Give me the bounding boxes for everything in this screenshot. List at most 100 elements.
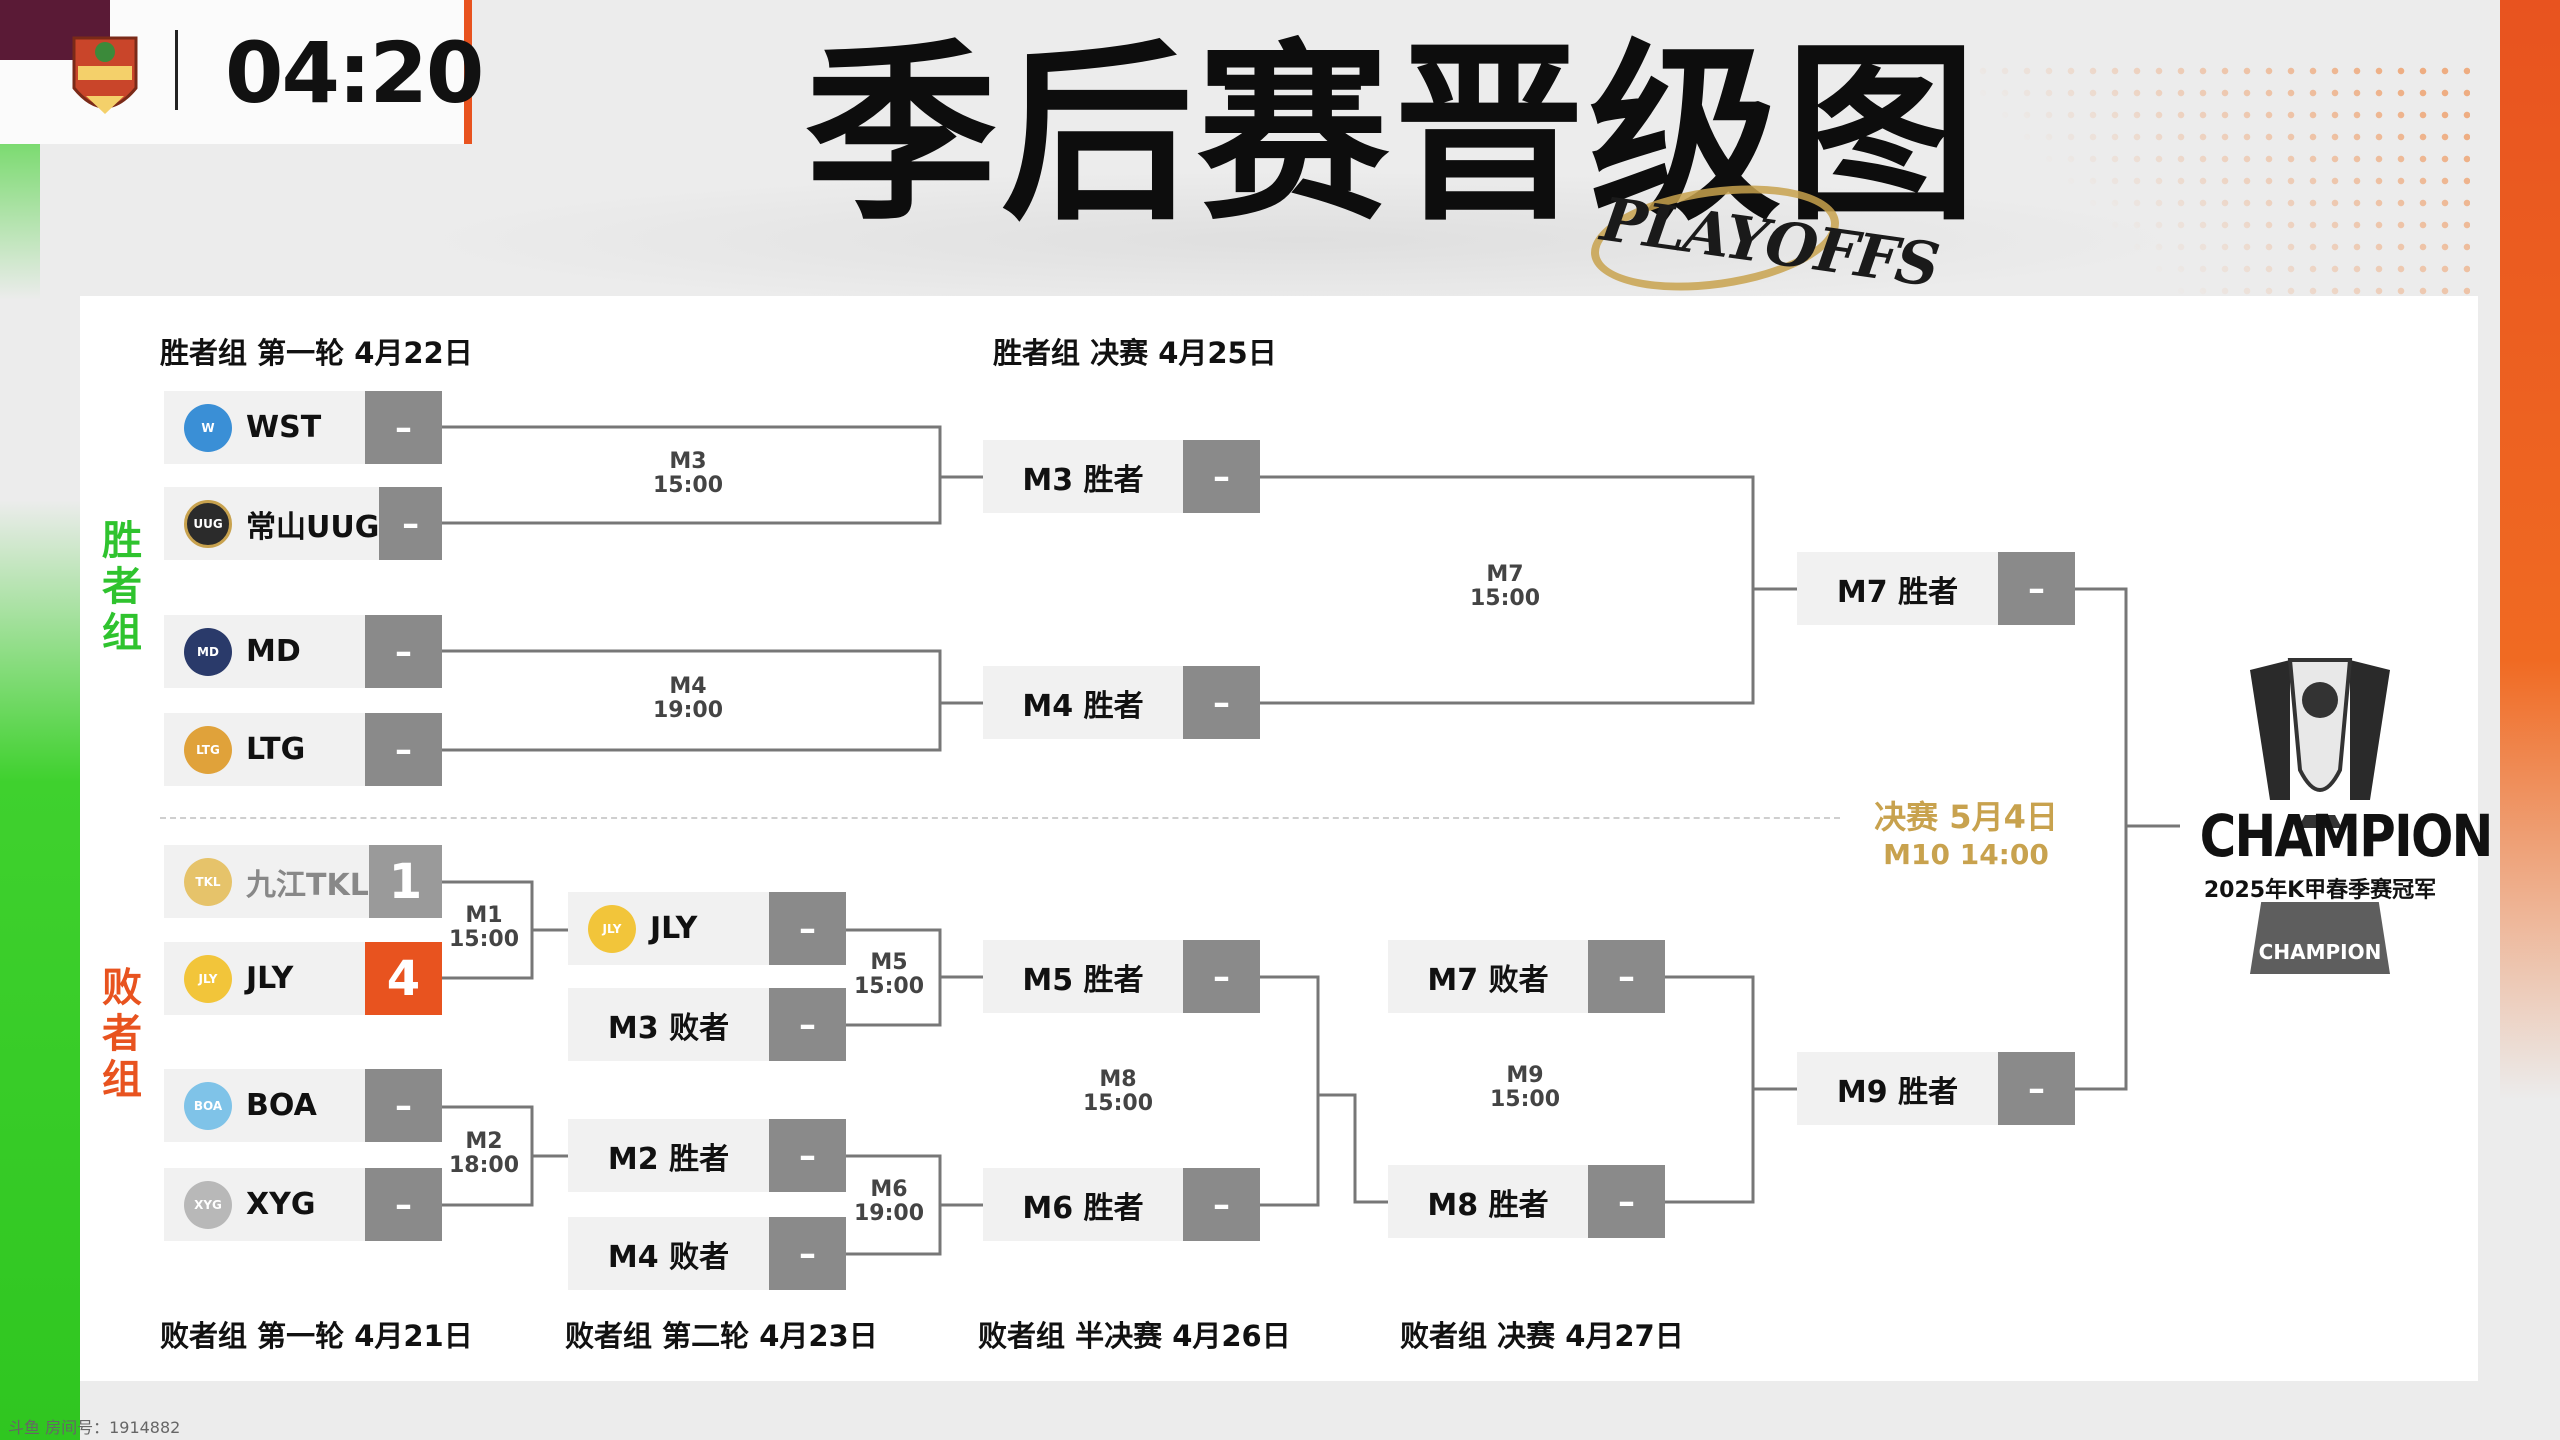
team-row-uug[interactable]: UUG 常山UUG –	[164, 487, 442, 560]
stream-watermark: 斗鱼 房间号：1914882	[8, 1418, 181, 1437]
slot-score: –	[1998, 1052, 2075, 1125]
team-score: –	[365, 713, 442, 786]
team-row-tkl[interactable]: TKL 九江TKL 1	[164, 845, 442, 918]
team-score: –	[379, 487, 442, 560]
slot-m8-winner[interactable]: M8 胜者 –	[1388, 1165, 1665, 1238]
tkl-logo-icon: TKL	[184, 857, 232, 906]
slot-label: M6 胜者	[983, 1168, 1183, 1241]
page-title: 季后赛晋级图	[805, 24, 1981, 247]
slot-score: –	[1588, 1165, 1665, 1238]
slot-label: M4 败者	[568, 1217, 769, 1290]
slot-m6-winner[interactable]: M6 胜者 –	[983, 1168, 1260, 1241]
slot-score: –	[1183, 940, 1260, 1013]
xyg-logo-icon: XYG	[184, 1180, 232, 1229]
broadcast-hud: 04:20	[0, 0, 484, 144]
team-score: 1	[368, 845, 442, 918]
jly-logo-icon: JLY	[184, 954, 232, 1003]
orange-paint-stroke	[2500, 0, 2560, 1100]
team-name: MD	[246, 634, 301, 669]
team-name: JLY	[246, 961, 294, 996]
team-name: JLY	[650, 911, 698, 946]
stage-label-lb-r2: 败者组 第二轮 4月23日	[565, 1319, 878, 1353]
jly-logo-icon: JLY	[588, 904, 636, 953]
slot-score: –	[769, 1119, 846, 1192]
stage-label-wb-final: 胜者组 决赛 4月25日	[993, 336, 1277, 370]
md-logo-icon: MD	[184, 627, 232, 676]
slot-score: –	[769, 988, 846, 1061]
slot-m4-loser[interactable]: M4 败者 –	[568, 1217, 846, 1290]
winners-bracket-label: 胜者组	[102, 518, 142, 656]
league-logo-icon	[72, 36, 138, 114]
slot-label: M8 胜者	[1388, 1165, 1588, 1238]
team-name: 常山UUG	[246, 509, 380, 545]
hud-separator	[175, 30, 178, 110]
team-row-jly-r2[interactable]: JLY JLY –	[568, 892, 846, 965]
wst-logo-icon: W	[184, 403, 232, 452]
team-row-boa[interactable]: BOA BOA –	[164, 1069, 442, 1142]
slot-label: M4 胜者	[983, 666, 1183, 739]
slot-label: M3 败者	[568, 988, 769, 1061]
team-score: –	[365, 615, 442, 688]
team-score: –	[769, 892, 846, 965]
match-timer: 04:20	[225, 24, 484, 122]
slot-label: M9 胜者	[1797, 1052, 1998, 1125]
slot-m3-loser[interactable]: M3 败者 –	[568, 988, 846, 1061]
slot-score: –	[769, 1217, 846, 1290]
slot-m3-winner[interactable]: M3 胜者 –	[983, 440, 1260, 513]
slot-label: M3 胜者	[983, 440, 1183, 513]
slot-label: M2 胜者	[568, 1119, 769, 1192]
champion-wordmark: CHAMPION	[2199, 802, 2494, 870]
team-score: –	[365, 1069, 442, 1142]
slot-score: –	[1588, 940, 1665, 1013]
slot-m9-winner[interactable]: M9 胜者 –	[1797, 1052, 2075, 1125]
losers-bracket-label: 败者组	[102, 965, 142, 1103]
slot-m5-winner[interactable]: M5 胜者 –	[983, 940, 1260, 1013]
bracket-divider	[160, 817, 1840, 819]
team-name: 九江TKL	[246, 867, 369, 903]
team-name: BOA	[246, 1088, 317, 1123]
slot-label: M5 胜者	[983, 940, 1183, 1013]
stage-label-wb-r1: 胜者组 第一轮 4月22日	[160, 336, 473, 370]
team-score: –	[365, 1168, 442, 1241]
ltg-logo-icon: LTG	[184, 725, 232, 774]
team-name: XYG	[246, 1187, 316, 1222]
green-paint-stroke	[0, 500, 80, 1440]
team-row-xyg[interactable]: XYG XYG –	[164, 1168, 442, 1241]
team-score: 4	[365, 942, 442, 1015]
slot-label: M7 胜者	[1797, 552, 1998, 625]
grand-final-label: 决赛 5月4日 M10 14:00	[1874, 798, 2058, 871]
boa-logo-icon: BOA	[184, 1081, 232, 1130]
team-name: LTG	[246, 732, 306, 767]
slot-score: –	[1183, 440, 1260, 513]
team-row-ltg[interactable]: LTG LTG –	[164, 713, 442, 786]
slot-score: –	[1183, 1168, 1260, 1241]
slot-label: M7 败者	[1388, 940, 1588, 1013]
team-row-jly[interactable]: JLY JLY 4	[164, 942, 442, 1015]
champion-subtitle: 2025年K甲春季赛冠军	[2203, 878, 2437, 903]
uug-logo-icon: UUG	[184, 499, 232, 548]
slot-m7-loser[interactable]: M7 败者 –	[1388, 940, 1665, 1013]
stage-label-lb-semi: 败者组 半决赛 4月26日	[978, 1319, 1291, 1353]
team-name: WST	[246, 410, 322, 445]
champion-trophy: CHAMPION 2025年K甲春季赛冠军 CHAMPION	[2180, 640, 2494, 1000]
team-row-md[interactable]: MD MD –	[164, 615, 442, 688]
slot-m7-winner[interactable]: M7 胜者 –	[1797, 552, 2075, 625]
trophy-icon	[2250, 658, 2390, 828]
slot-m4-winner[interactable]: M4 胜者 –	[983, 666, 1260, 739]
grey-brush-stroke	[400, 170, 2200, 310]
slot-score: –	[1183, 666, 1260, 739]
slot-m2-winner[interactable]: M2 胜者 –	[568, 1119, 846, 1192]
slot-score: –	[1998, 552, 2075, 625]
stage-label-lb-r1: 败者组 第一轮 4月21日	[160, 1319, 473, 1353]
